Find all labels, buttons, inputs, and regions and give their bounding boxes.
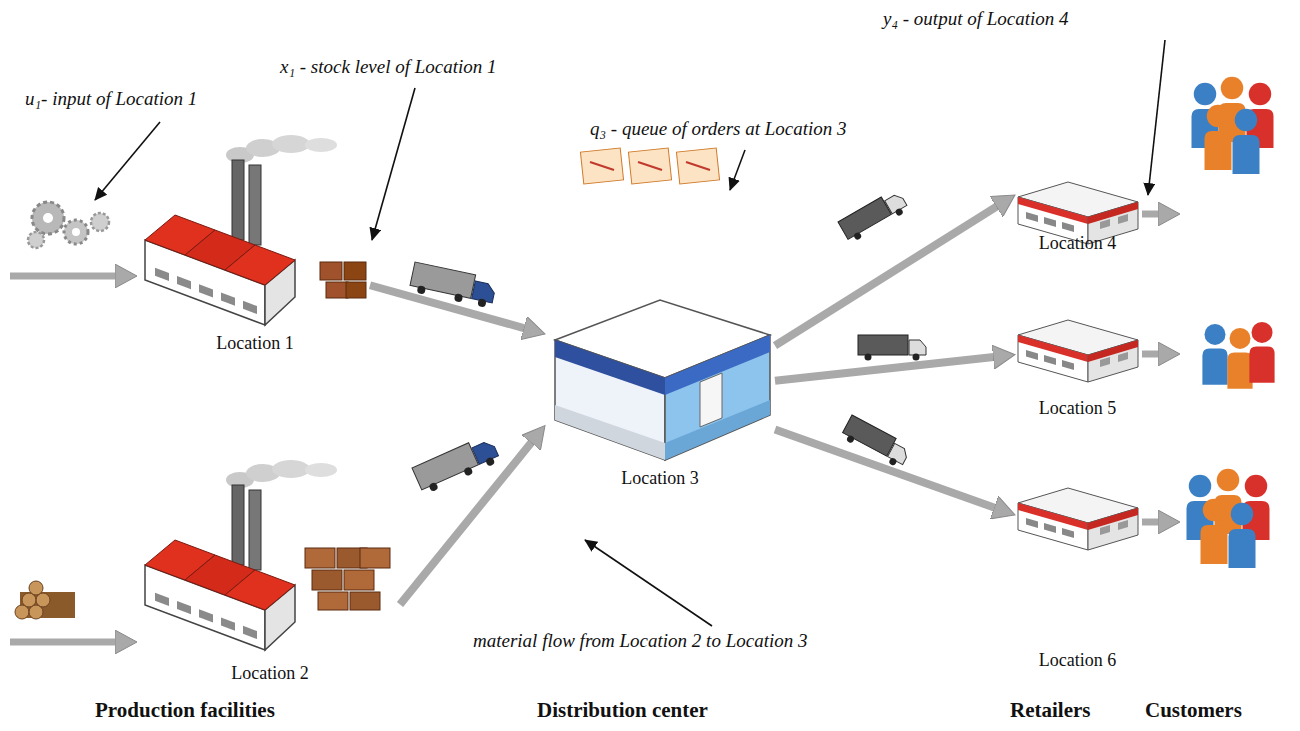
location-node: Location 1 xyxy=(140,130,370,355)
location-label: Location 6 xyxy=(1037,650,1118,672)
drawing-part xyxy=(838,188,910,244)
location-node: Location 2 xyxy=(140,455,400,685)
annotation-label: y₄ - output of Location 4 xyxy=(883,8,1069,31)
drawing-part xyxy=(72,228,80,236)
shop-illustration xyxy=(1018,488,1138,550)
warehouse-illustration xyxy=(555,300,770,460)
location-label: Location 4 xyxy=(1037,233,1118,255)
location-label: Location 1 xyxy=(214,333,295,355)
column-heading: Production facilities xyxy=(95,698,275,723)
trucks xyxy=(409,188,926,495)
input-arrows xyxy=(10,276,125,642)
flow-arrow xyxy=(775,201,1005,345)
drawing-part xyxy=(412,434,501,496)
drawing-part xyxy=(29,581,43,595)
drawing-part xyxy=(665,335,770,460)
drawing-part xyxy=(10,273,125,280)
drawing-part xyxy=(676,148,719,184)
flow-arrow xyxy=(775,356,1003,381)
column-heading: Retailers xyxy=(1010,698,1090,723)
drawing-part xyxy=(638,162,662,170)
drawing-part xyxy=(28,232,44,248)
drawing-part xyxy=(1202,324,1227,385)
annotation-label: x₁ - stock level of Location 1 xyxy=(280,56,497,79)
shop-illustration xyxy=(1018,320,1138,382)
location-label: Location 5 xyxy=(1037,398,1118,420)
location-node: Location 6 xyxy=(1015,485,1140,672)
drawing-part xyxy=(555,405,665,460)
leader-lines xyxy=(95,40,1165,626)
drawing-part xyxy=(320,262,342,280)
drawing-part xyxy=(1142,211,1168,218)
drawing-part xyxy=(686,162,710,170)
annotation-label: u₁- input of Location 1 xyxy=(25,88,197,111)
drawing-part xyxy=(628,148,671,184)
drawing-part xyxy=(1229,503,1256,568)
column-heading: Customers xyxy=(1145,698,1242,723)
location-node: Location 4 xyxy=(1015,180,1140,255)
drawing-part xyxy=(1142,351,1168,358)
location-node: Location 5 xyxy=(1015,318,1140,420)
drawing-part xyxy=(1201,499,1228,564)
drawing-part xyxy=(1249,322,1274,383)
customer-group xyxy=(1187,469,1270,568)
location-node: Location 3 xyxy=(545,295,775,490)
stock-pile xyxy=(305,548,390,610)
drawing-part xyxy=(1205,105,1232,170)
drawing-part xyxy=(580,148,623,184)
drawing-part xyxy=(10,639,125,646)
drawing-part xyxy=(555,340,665,460)
gear-icons xyxy=(28,202,109,248)
drawing-part xyxy=(1227,328,1252,389)
customer-group xyxy=(1192,77,1274,174)
stock-pile xyxy=(320,262,366,298)
drawing-part xyxy=(1233,109,1260,174)
drawing-part xyxy=(344,570,374,590)
customer-group xyxy=(1202,322,1274,389)
annotation-label: q₃ - queue of orders at Location 3 xyxy=(590,118,847,141)
drawing-part xyxy=(730,150,745,190)
location-label: Location 3 xyxy=(619,468,700,490)
drawing-part xyxy=(700,373,722,427)
drawing-part xyxy=(665,400,770,460)
drawing-part xyxy=(318,592,348,610)
drawing-part xyxy=(344,262,366,280)
drawing-part xyxy=(350,592,380,610)
drawing-part xyxy=(590,162,614,170)
drawing-part xyxy=(1142,519,1168,526)
drawing-part xyxy=(840,415,912,469)
drawing-part xyxy=(858,335,926,361)
drawing-part xyxy=(305,548,335,568)
drawing-part xyxy=(95,122,160,200)
drawing-part xyxy=(326,282,348,298)
factory-illustration xyxy=(145,135,337,325)
drawing-part xyxy=(64,220,88,244)
drawing-part xyxy=(585,540,712,626)
drawing-part xyxy=(91,213,109,231)
log-pile xyxy=(15,581,75,619)
drawing-part xyxy=(1148,40,1165,195)
drawing-part xyxy=(346,282,366,298)
drawing-part xyxy=(43,213,53,223)
location-label: Location 2 xyxy=(229,663,310,685)
annotation-label: material flow from Location 2 to Locatio… xyxy=(473,630,807,653)
drawing-part xyxy=(409,262,497,309)
drawing-part xyxy=(555,340,665,395)
column-heading: Distribution center xyxy=(537,698,708,723)
drawing-part xyxy=(372,88,415,240)
order-icons xyxy=(580,148,719,184)
drawing-part xyxy=(32,202,64,234)
factory-illustration xyxy=(145,460,337,650)
drawing-part xyxy=(360,548,390,568)
customer-arrows xyxy=(1142,214,1168,522)
drawing-part xyxy=(312,570,342,590)
